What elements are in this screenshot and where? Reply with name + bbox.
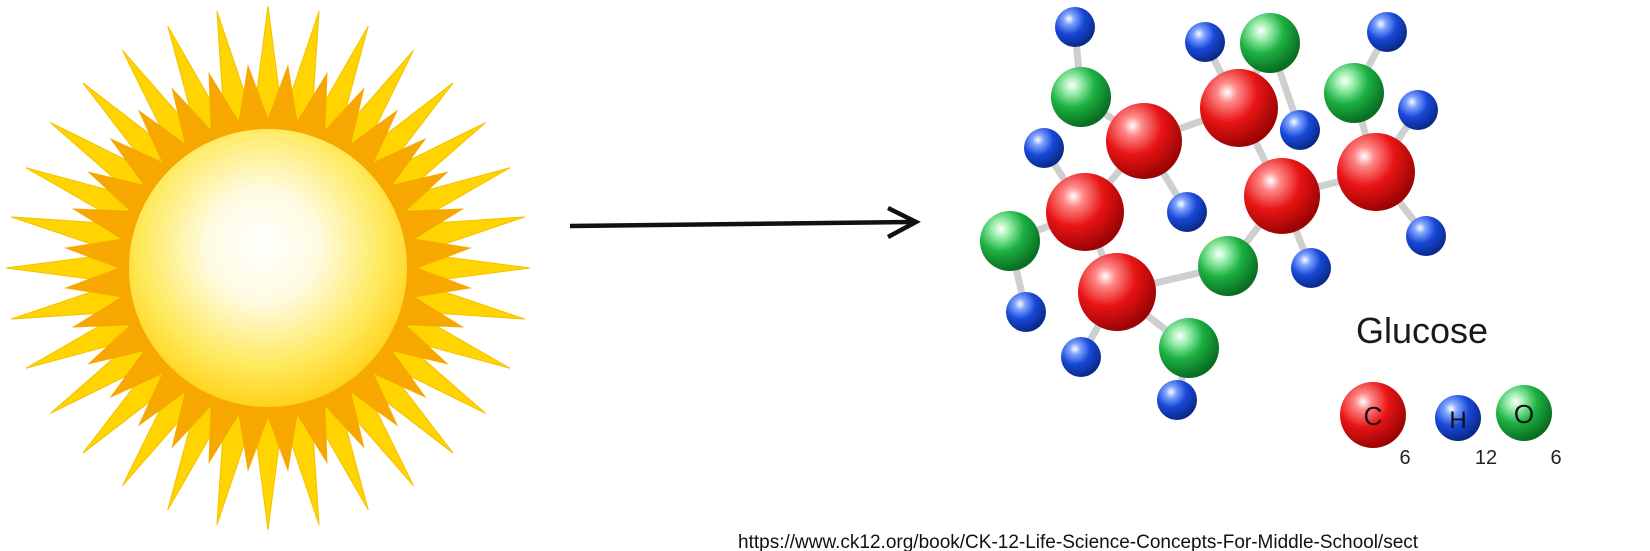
carbon-atom xyxy=(1078,253,1156,331)
hydrogen-atom xyxy=(1024,128,1064,168)
oxygen-atom xyxy=(1240,13,1300,73)
molecule-atoms xyxy=(980,7,1446,420)
oxygen-atom xyxy=(1198,236,1258,296)
hydrogen-atom xyxy=(1157,380,1197,420)
molecule-name: Glucose xyxy=(1356,310,1488,351)
hydrogen-atom xyxy=(1291,248,1331,288)
hydrogen-atom xyxy=(1061,337,1101,377)
carbon-atom xyxy=(1106,103,1182,179)
carbon-ball-icon xyxy=(1340,382,1406,448)
oxygen-atom xyxy=(1159,318,1219,378)
formula-symbol-h: H xyxy=(1449,407,1466,434)
glucose-molecule-icon xyxy=(980,7,1446,420)
hydrogen-atom xyxy=(1167,192,1207,232)
carbon-atom xyxy=(1046,173,1124,251)
formula-legend: C 6 H 12 O 6 xyxy=(1340,382,1562,469)
oxygen-atom xyxy=(1051,67,1111,127)
source-link[interactable]: https://www.ck12.org/book/CK-12-Life-Sci… xyxy=(738,532,1419,551)
formula-carbon: C 6 xyxy=(1340,382,1411,469)
oxygen-ball-icon xyxy=(1496,385,1552,441)
carbon-atom xyxy=(1244,158,1320,234)
carbon-atom xyxy=(1200,69,1278,147)
formula-subscript-c: 6 xyxy=(1399,447,1410,469)
right-arrow-icon xyxy=(569,205,921,239)
formula-symbol-c: C xyxy=(1364,401,1383,431)
formula-subscript-o: 6 xyxy=(1550,447,1561,469)
oxygen-atom xyxy=(980,211,1040,271)
oxygen-atom xyxy=(1324,63,1384,123)
formula-hydrogen: H 12 xyxy=(1435,395,1497,469)
hydrogen-atom xyxy=(1398,90,1438,130)
formula-symbol-o: O xyxy=(1514,399,1534,429)
sun-icon xyxy=(5,5,531,531)
hydrogen-ball-icon xyxy=(1435,395,1481,441)
hydrogen-atom xyxy=(1006,292,1046,332)
formula-oxygen: O 6 xyxy=(1496,385,1562,469)
hydrogen-atom xyxy=(1185,22,1225,62)
carbon-atom xyxy=(1337,133,1415,211)
sun-core xyxy=(129,129,407,407)
formula-subscript-h: 12 xyxy=(1475,447,1497,469)
hydrogen-atom xyxy=(1280,110,1320,150)
hydrogen-atom xyxy=(1406,216,1446,256)
hydrogen-atom xyxy=(1367,12,1407,52)
hydrogen-atom xyxy=(1055,7,1095,47)
